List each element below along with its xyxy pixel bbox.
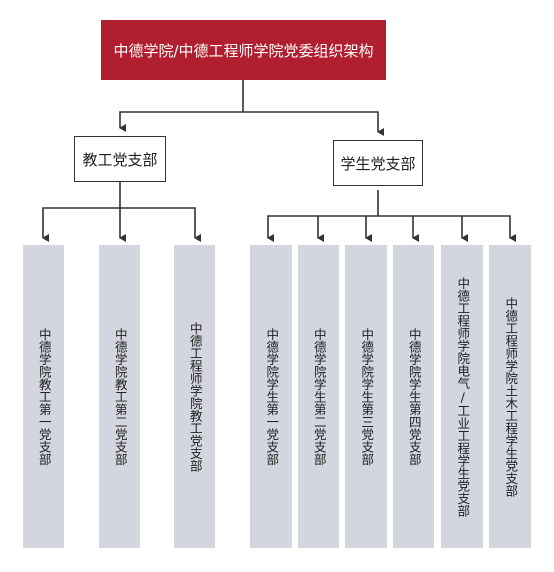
leaf-label: 中德工程师学院电气/工业工程学生党支部 xyxy=(455,276,471,517)
branch-label: 教工党支部 xyxy=(82,150,158,169)
leaf-node: 中德工程师学院教工党支部 xyxy=(174,245,215,548)
leaf-node: 中德工程师学院土木工程学生党支部 xyxy=(489,245,531,548)
leaf-label: 中德学院教工第二党支部 xyxy=(112,327,128,466)
leaf-node: 中德学院学生第四党支部 xyxy=(393,245,434,548)
leaf-label: 中德学院教工第一党支部 xyxy=(36,327,52,466)
leaf-label: 中德学院学生第四党支部 xyxy=(406,327,422,466)
root-node: 中德学院/中德工程师学院党委组织架构 xyxy=(101,20,386,80)
leaf-label: 中德学院学生第一党支部 xyxy=(264,327,280,466)
leaf-label: 中德学院学生第三党支部 xyxy=(359,327,375,466)
branch-label: 学生党支部 xyxy=(340,154,416,173)
branch-node-faculty: 教工党支部 xyxy=(74,136,166,182)
leaf-node: 中德工程师学院电气/工业工程学生党支部 xyxy=(441,245,483,548)
leaf-node: 中德学院教工第一党支部 xyxy=(23,245,64,548)
branch-node-student: 学生党支部 xyxy=(333,140,423,186)
leaf-node: 中德学院学生第二党支部 xyxy=(298,245,339,548)
leaf-label: 中德工程师学院教工党支部 xyxy=(187,321,203,472)
leaf-node: 中德学院学生第三党支部 xyxy=(345,245,387,548)
root-label: 中德学院/中德工程师学院党委组织架构 xyxy=(113,41,374,60)
leaf-node: 中德学院教工第二党支部 xyxy=(99,245,140,548)
leaf-label: 中德工程师学院土木工程学生党支部 xyxy=(503,296,519,497)
leaf-node: 中德学院学生第一党支部 xyxy=(250,245,292,548)
leaf-label: 中德学院学生第二党支部 xyxy=(311,327,327,466)
